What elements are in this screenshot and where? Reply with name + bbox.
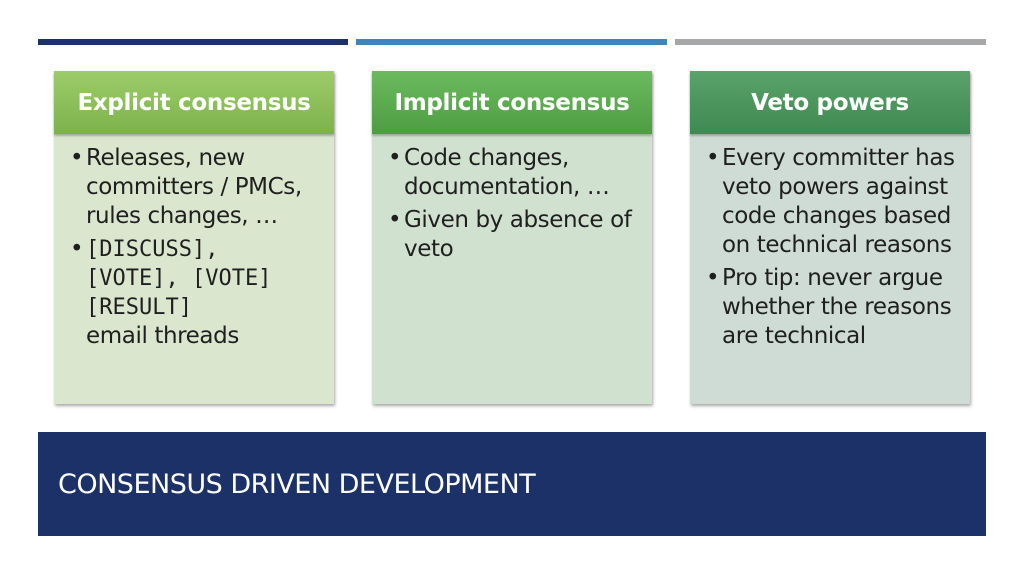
bullet-item: Every committer has veto powers against …: [704, 144, 956, 260]
top-accent-bar-gray: [675, 39, 986, 45]
top-accent-bar-blue: [356, 39, 667, 45]
card-title: Implicit consensus: [372, 71, 652, 134]
card-implicit-consensus: Implicit consensus Code changes, documen…: [372, 71, 652, 404]
top-accent-bar-navy: [38, 39, 348, 45]
card-title: Explicit consensus: [54, 71, 334, 134]
bullet-list: Every committer has veto powers against …: [704, 144, 956, 351]
bullet-text: email threads: [86, 323, 239, 349]
bullet-item: [DISCUSS], [VOTE], [VOTE][RESULT] email t…: [68, 235, 320, 351]
card-title: Veto powers: [690, 71, 970, 134]
card-veto-powers: Veto powers Every committer has veto pow…: [690, 71, 970, 404]
card-body: Code changes, documentation, … Given by …: [372, 134, 652, 404]
bullet-item: Code changes, documentation, …: [386, 144, 638, 202]
card-explicit-consensus: Explicit consensus Releases, new committ…: [54, 71, 334, 404]
title-banner: CONSENSUS DRIVEN DEVELOPMENT: [38, 432, 986, 536]
card-body: Every committer has veto powers against …: [690, 134, 970, 404]
card-body: Releases, new committers / PMCs, rules c…: [54, 134, 334, 404]
bullet-code-text: [DISCUSS], [VOTE], [VOTE][RESULT]: [86, 237, 272, 320]
bullet-item: Releases, new committers / PMCs, rules c…: [68, 144, 320, 231]
bullet-item: Pro tip: never argue whether the reasons…: [704, 264, 956, 351]
slide-title: CONSENSUS DRIVEN DEVELOPMENT: [58, 468, 536, 500]
bullet-list: Code changes, documentation, … Given by …: [386, 144, 638, 264]
bullet-list: Releases, new committers / PMCs, rules c…: [68, 144, 320, 351]
bullet-item: Given by absence of veto: [386, 206, 638, 264]
